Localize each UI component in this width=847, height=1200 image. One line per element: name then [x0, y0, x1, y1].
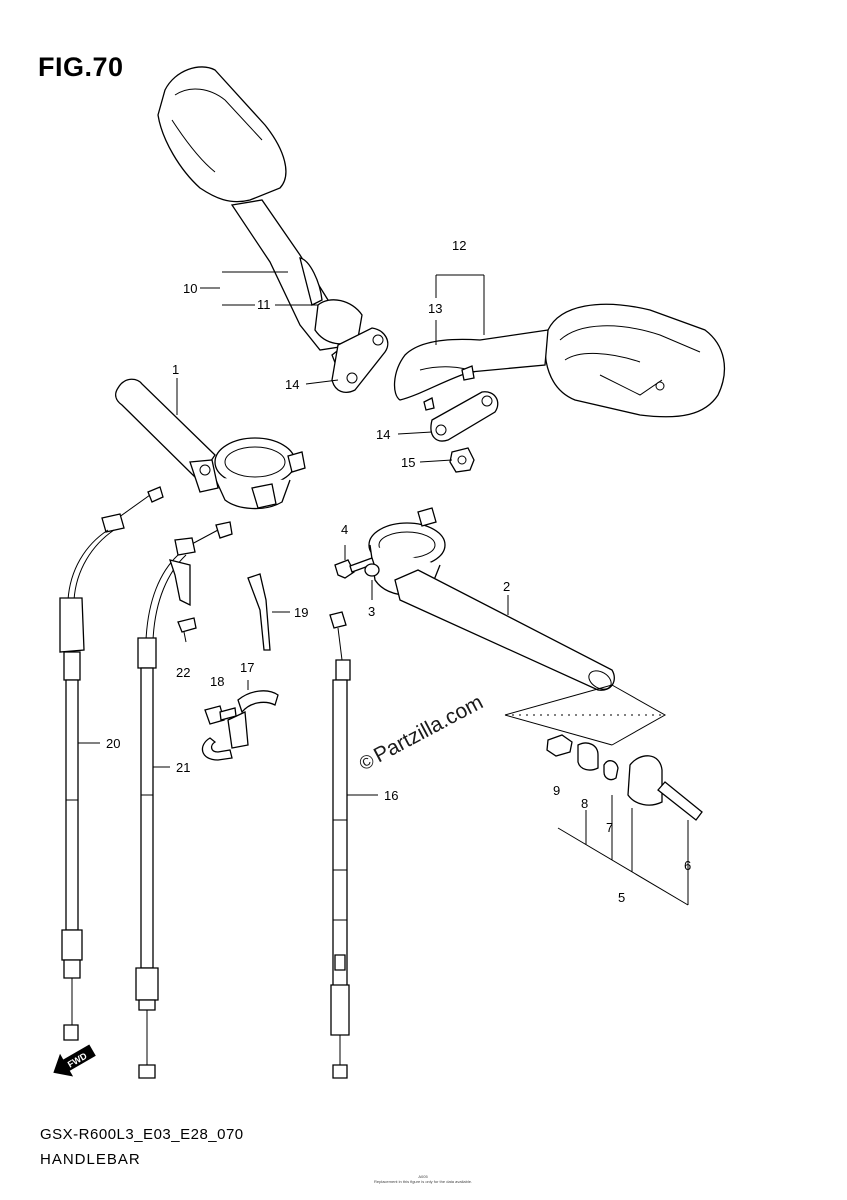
callout-12: 12: [452, 238, 466, 253]
balancer-dash-reference: [504, 684, 667, 746]
left-mirror[interactable]: [157, 66, 363, 366]
callout-9: 9: [553, 783, 560, 798]
clutch-cable[interactable]: [329, 611, 351, 1079]
callout-19: 19: [294, 605, 308, 620]
callout-22: 22: [176, 665, 190, 680]
callout-6: 6: [684, 858, 691, 873]
model-code: GSX-R600L3_E03_E28_070: [40, 1126, 244, 1143]
section-name: HANDLEBAR: [40, 1151, 141, 1168]
callout-14-lower: 14: [376, 427, 390, 442]
right-mirror[interactable]: [393, 303, 726, 418]
bracket-bolt[interactable]: [204, 705, 237, 725]
cable-guide-bracket[interactable]: [201, 690, 279, 761]
callout-11: 11: [257, 297, 271, 312]
callout-4: 4: [341, 522, 348, 537]
callout-7: 7: [606, 820, 613, 835]
balancer-damper[interactable]: [603, 760, 619, 781]
throttle-cable-return[interactable]: [135, 521, 233, 1079]
callout-5: 5: [618, 890, 625, 905]
balancer-leader-lines: [557, 795, 689, 906]
cable-screw[interactable]: [177, 617, 197, 643]
callout-13: 13: [428, 301, 442, 316]
balancer-collar[interactable]: [577, 742, 599, 771]
callout-15: 15: [401, 455, 415, 470]
nut[interactable]: [449, 447, 475, 473]
callout-1: 1: [172, 362, 179, 377]
callout-17: 17: [240, 660, 254, 675]
callout-3: 3: [368, 604, 375, 619]
balancer-screw[interactable]: [657, 781, 703, 821]
callout-10: 10: [183, 281, 197, 296]
callout-2: 2: [503, 579, 510, 594]
right-handlebar[interactable]: [368, 507, 615, 693]
callout-leader-lines: [78, 271, 509, 796]
front-direction-arrow-icon: FWD: [53, 1044, 96, 1077]
balancer-spacer-nut[interactable]: [546, 734, 573, 757]
clamp-bolt[interactable]: [334, 557, 375, 579]
throttle-cable-pull[interactable]: [59, 486, 164, 1041]
clamp-washer[interactable]: [364, 563, 380, 577]
figure-title: FIG.70: [38, 52, 124, 82]
callout-labels: 1 2 3 4 5 6 7 8 9 10 11 12 13 14 14 15 1…: [106, 238, 691, 905]
fine-print-top: A005: [418, 1174, 428, 1179]
balancer-weight[interactable]: [627, 755, 663, 806]
callout-20: 20: [106, 736, 120, 751]
left-handlebar[interactable]: [115, 378, 306, 510]
callout-14-upper: 14: [285, 377, 299, 392]
callout-8: 8: [581, 796, 588, 811]
fine-print-bottom: Replacement in this figure is only for t…: [373, 1179, 473, 1184]
callout-21: 21: [176, 760, 190, 775]
callout-18: 18: [210, 674, 224, 689]
callout-16: 16: [384, 788, 398, 803]
mirror-bracket-lower[interactable]: [430, 391, 499, 442]
mirror-bracket-upper[interactable]: [331, 327, 389, 393]
fine-print: A005 Replacement in this figure is only …: [368, 1174, 478, 1184]
cable-band[interactable]: [247, 573, 271, 651]
